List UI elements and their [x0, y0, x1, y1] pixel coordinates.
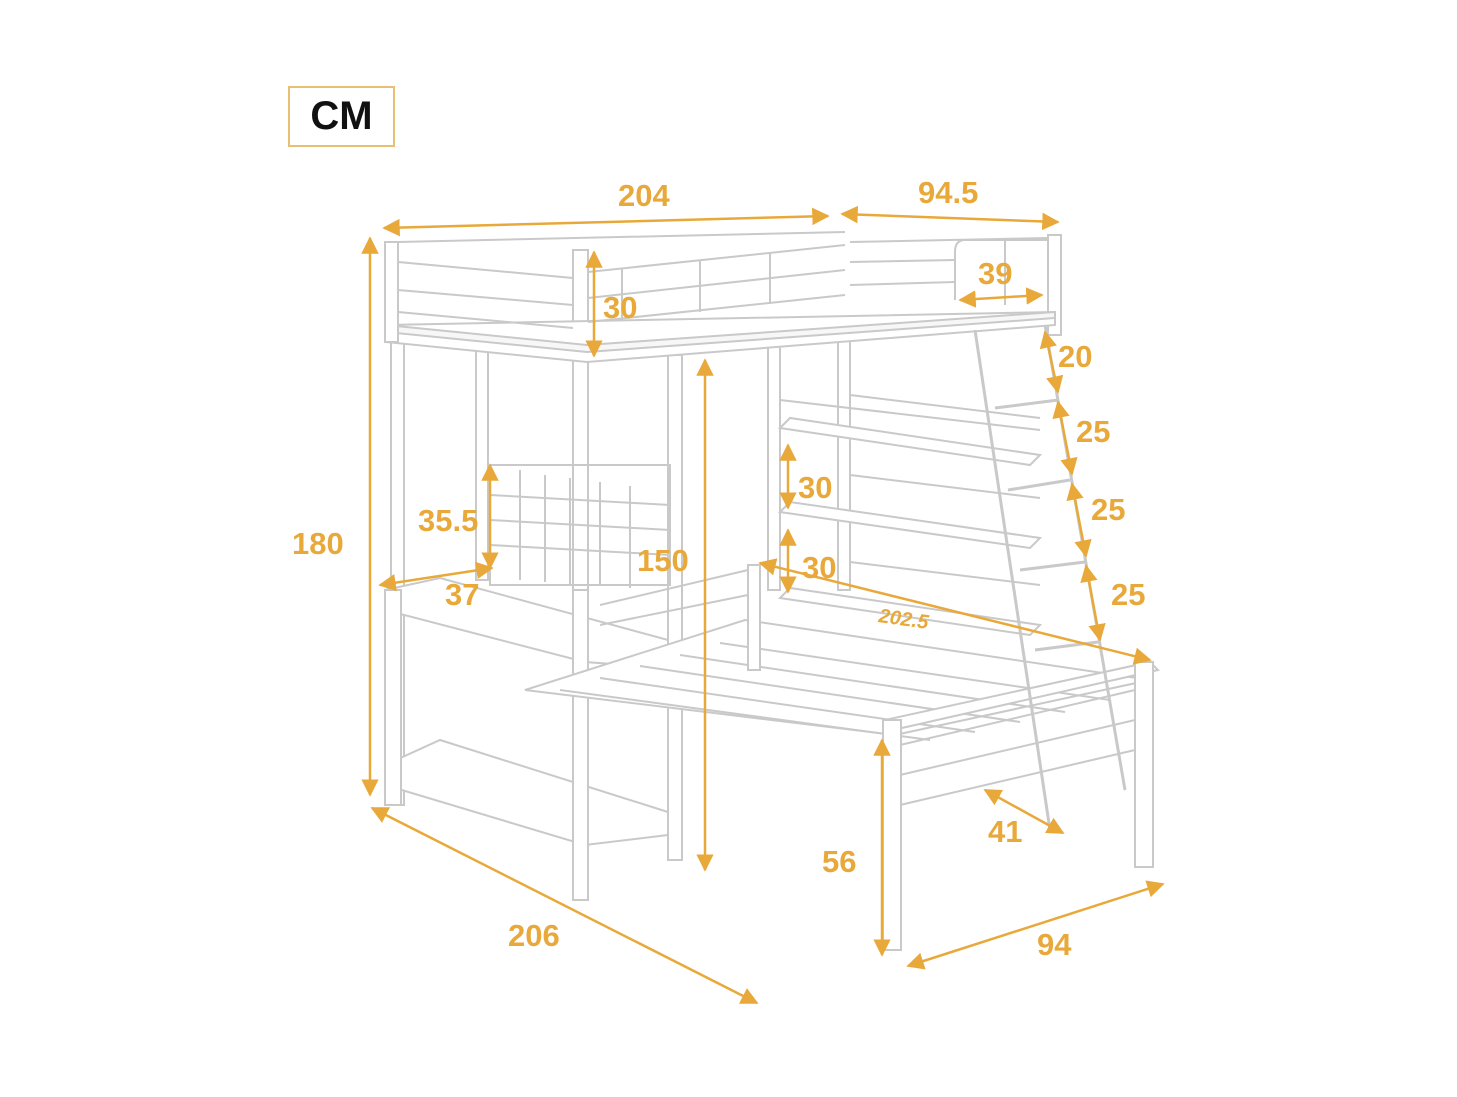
- dim-desk-height: 150: [637, 543, 689, 578]
- dim-ladder-step-top: 20: [1058, 339, 1092, 374]
- bed-frame: [384, 231, 1160, 951]
- dim-top-width: 94.5: [918, 175, 978, 210]
- dim-loft-full-height: 180: [292, 526, 344, 561]
- dim-lower-bed-height: 56: [822, 844, 856, 879]
- dim-ladder-step-2: 25: [1091, 492, 1125, 527]
- dim-ladder-step-1: 25: [1076, 414, 1110, 449]
- dim-guardrail-height: 30: [603, 290, 637, 325]
- dim-shelf-gap-upper: 30: [798, 470, 832, 505]
- dim-pegboard-height: 35.5: [418, 503, 478, 538]
- dim-bottom-width: 94: [1037, 927, 1072, 962]
- dim-ladder-opening: 39: [978, 256, 1012, 291]
- dim-ladder-step-3: 25: [1111, 577, 1145, 612]
- dim-shelf-gap-lower: 30: [802, 550, 836, 585]
- dim-ladder-base: 41: [988, 814, 1022, 849]
- dimension-lines: [361, 205, 1165, 1005]
- dim-top-length: 204: [618, 178, 670, 213]
- dim-desk-depth: 37: [445, 577, 479, 612]
- dim-bottom-length: 206: [508, 918, 560, 953]
- unit-label: CM: [288, 86, 395, 147]
